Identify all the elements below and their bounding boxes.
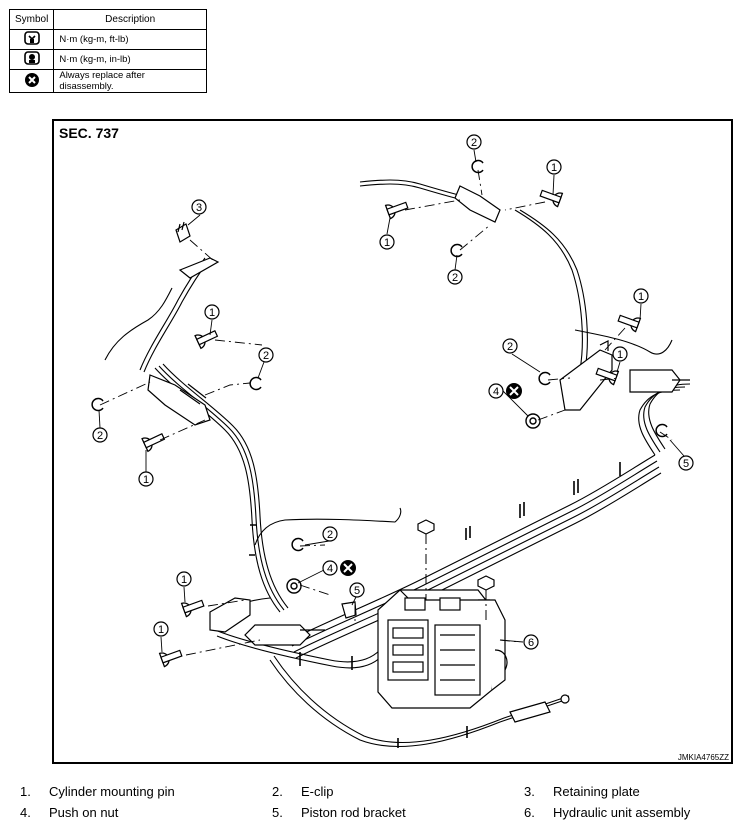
always-replace-icon [24,72,39,87]
callout-label: 1 [181,574,187,586]
callout-label: 2 [97,430,103,442]
callout-5: 5 [349,582,365,598]
figure-code: JMKIA4765ZZ [677,753,729,762]
callout-2: 2 [466,134,482,150]
callout-label: 2 [507,341,513,353]
part-number: 5. [272,805,283,820]
callout-2: 2 [502,338,518,354]
part-number: 3. [524,784,535,799]
always-replace-icon [506,383,522,399]
callout-label: 4 [327,563,333,575]
callout-label: 2 [263,350,269,362]
callout-1: 1 [138,471,154,487]
callout-1: 1 [176,571,192,587]
part-name: Hydraulic unit assembly [553,805,691,820]
callout-label: 3 [196,202,202,214]
callout-label: 1 [209,307,215,319]
part-number: 4. [20,805,31,820]
retaining-plate [175,221,191,243]
callout-label: 5 [354,585,360,597]
e-clips [91,159,668,552]
callout-5: 5 [678,455,694,471]
callout-label: 2 [471,137,477,149]
callout-label: 2 [327,529,333,541]
callout-3: 3 [191,199,207,215]
part-name: Retaining plate [553,784,640,799]
callout-label: 2 [452,272,458,284]
callout-label: 4 [493,386,499,398]
callout-label: 1 [384,237,390,249]
always-replace-icon [340,560,356,576]
part-number: 1. [20,784,31,799]
legend-description: Always replace after disassembly. [53,69,207,93]
callout-6: 6 [523,634,539,650]
hydraulic-unit [377,589,508,709]
part-name: Cylinder mounting pin [49,784,175,799]
callout-4: 4 [488,383,504,399]
callout-1: 1 [546,159,562,175]
callout-leaders [98,149,685,653]
bolt-leaders [425,534,487,620]
callout-label: 1 [617,349,623,361]
part-number: 2. [272,784,283,799]
line-clips [249,462,621,748]
callout-2: 2 [447,269,463,285]
diagram-frame [52,119,733,764]
legend-symbol-cell [8,69,55,93]
part-name: Push on nut [49,805,119,820]
callout-label: 1 [551,162,557,174]
torque-wrench-icon [23,31,40,45]
legend-row: Always replace after disassembly. [8,69,207,93]
part-name: Piston rod bracket [301,805,406,820]
callout-label: 1 [143,474,149,486]
callout-1: 1 [633,288,649,304]
legend-symbol-cell [8,29,55,50]
callout-1: 1 [612,346,628,362]
callout-2: 2 [258,347,274,363]
callout-label: 1 [638,291,644,303]
section-label: SEC. 737 [59,125,119,141]
part-name: E-clip [301,784,334,799]
torque-wrench-small-icon [23,51,40,65]
cylinders [147,185,690,723]
callout-2: 2 [322,526,338,542]
callout-1: 1 [379,234,395,250]
callout-2: 2 [92,427,108,443]
legend-header-row: Symbol Description [8,9,207,30]
mounting-pins [141,185,642,668]
callout-label: 6 [528,637,534,649]
callouts: 1 1 1 1 1 1 1 1 2 2 2 2 2 2 3 4 4 5 5 6 [92,134,694,650]
symbol-legend-table: Symbol Description N·m (kg-m, ft-lb) N·m… [8,9,207,93]
push-on-nuts [286,413,541,594]
callout-label: 5 [683,458,689,470]
alignment-lines [99,169,673,656]
part-number: 6. [524,805,535,820]
callout-label: 1 [158,624,164,636]
unit-bolts [417,519,495,591]
callout-1: 1 [204,304,220,320]
callout-1: 1 [153,621,169,637]
callout-4: 4 [322,560,338,576]
